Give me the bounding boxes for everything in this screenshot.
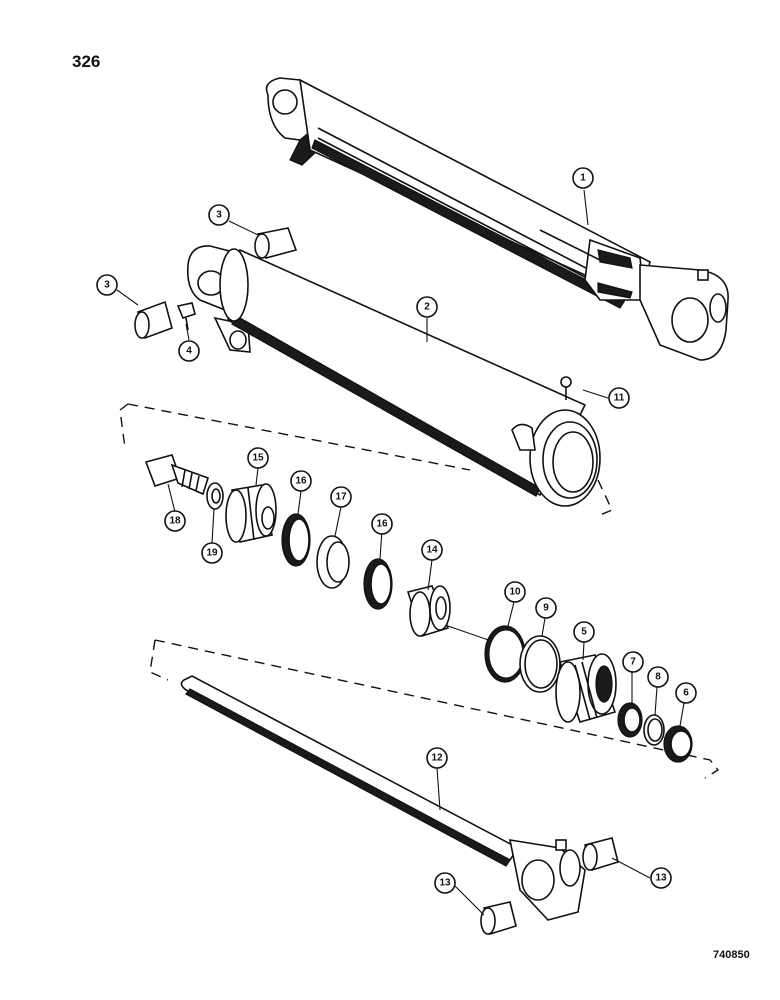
set-screw-illustration — [560, 376, 572, 400]
svg-text:19: 19 — [206, 548, 218, 559]
svg-text:3: 3 — [216, 210, 222, 221]
callout-3b: 3 — [96, 274, 118, 296]
callout-7: 7 — [622, 651, 644, 673]
gland-illustration — [555, 653, 617, 723]
callout-19: 19 — [201, 542, 223, 564]
piston-illustration — [225, 483, 277, 543]
svg-text:14: 14 — [426, 545, 438, 556]
callout-16: 16 — [290, 470, 312, 492]
callout-14: 14 — [421, 539, 443, 561]
bolt-illustration — [144, 454, 209, 496]
svg-text:9: 9 — [543, 603, 549, 614]
spacer-illustration — [406, 585, 451, 637]
piston-group-boundary — [119, 403, 613, 516]
o-ring-illustration — [484, 625, 526, 683]
rod-backup-ring-illustration — [643, 714, 665, 746]
svg-text:15: 15 — [252, 453, 264, 464]
washer-illustration — [206, 482, 224, 510]
svg-text:12: 12 — [431, 753, 443, 764]
svg-text:13: 13 — [655, 873, 667, 884]
tube-illustration — [186, 245, 601, 507]
backup-ring-illustration — [519, 635, 561, 693]
callout-13: 13 — [434, 872, 456, 894]
callout-15: 15 — [247, 447, 269, 469]
piston-seal-illustration — [281, 513, 393, 610]
callout-1: 1 — [572, 167, 594, 189]
svg-text:17: 17 — [335, 492, 347, 503]
svg-text:5: 5 — [581, 627, 587, 638]
callout-9: 9 — [535, 597, 557, 619]
callout-16b: 16 — [371, 513, 393, 535]
grease-fitting-illustration — [176, 302, 196, 331]
svg-text:2: 2 — [424, 302, 430, 313]
page-number: 326 — [72, 52, 101, 71]
wiper-illustration — [663, 725, 693, 763]
figure-code: 740850 — [713, 949, 750, 961]
svg-text:13: 13 — [439, 878, 451, 889]
svg-text:6: 6 — [683, 688, 689, 699]
svg-text:18: 18 — [169, 516, 181, 527]
svg-text:7: 7 — [630, 657, 636, 668]
bushing-illustration — [134, 227, 298, 340]
leader-lines — [116, 189, 685, 916]
callout-10: 10 — [504, 581, 526, 603]
svg-text:3: 3 — [104, 280, 110, 291]
svg-text:1: 1 — [580, 173, 586, 184]
svg-text:16: 16 — [376, 519, 388, 530]
callout-3: 3 — [208, 204, 230, 226]
svg-text:10: 10 — [509, 587, 521, 598]
svg-text:4: 4 — [186, 346, 192, 357]
rod-illustration — [180, 675, 586, 921]
callout-5: 5 — [573, 621, 595, 643]
callout-13b: 13 — [650, 867, 672, 889]
svg-text:16: 16 — [295, 476, 307, 487]
callout-11: 11 — [608, 387, 630, 409]
svg-text:8: 8 — [655, 672, 661, 683]
rod-bushing-illustration — [480, 837, 619, 936]
callout-12: 12 — [426, 747, 448, 769]
rod-seal-illustration — [617, 702, 643, 738]
callout-4: 4 — [178, 340, 200, 362]
wear-ring-illustration — [316, 535, 350, 589]
callout-6: 6 — [675, 682, 697, 704]
svg-text:11: 11 — [614, 393, 625, 404]
callout-8: 8 — [647, 666, 669, 688]
callout-18: 18 — [164, 510, 186, 532]
cylinder-assembly-illustration — [265, 77, 729, 361]
callout-17: 17 — [330, 486, 352, 508]
callout-2: 2 — [416, 296, 438, 318]
